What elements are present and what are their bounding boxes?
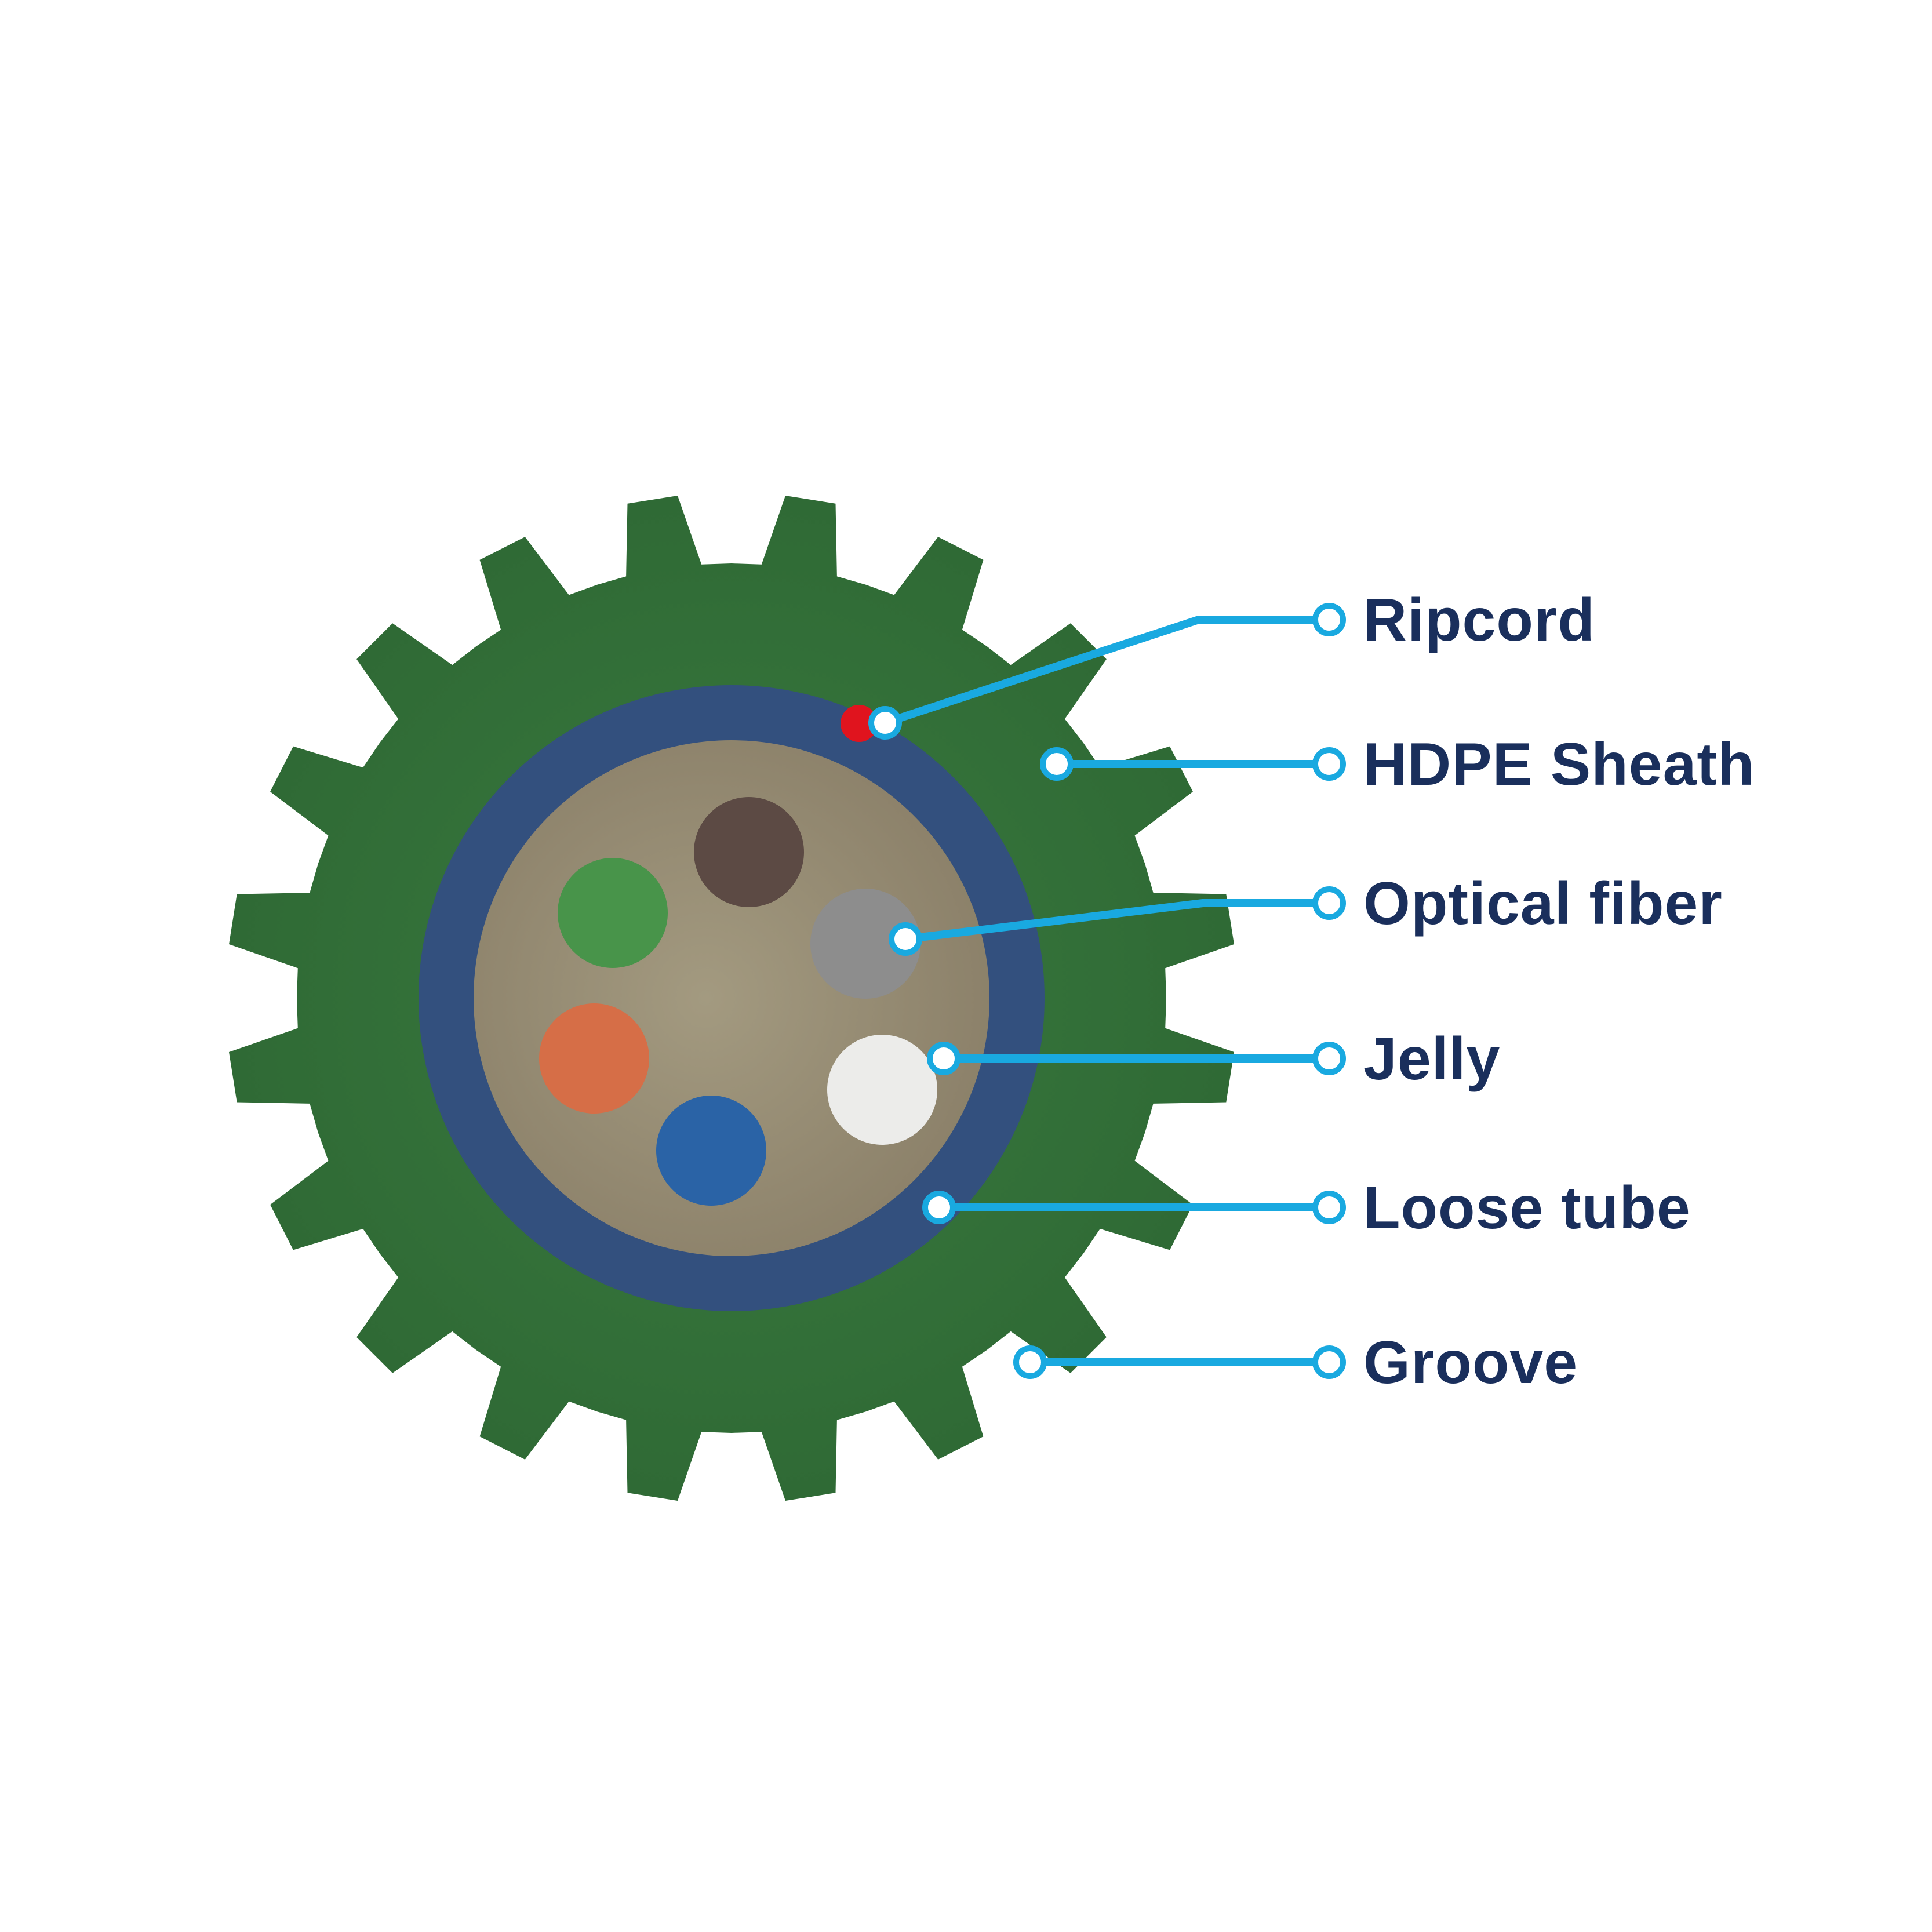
optical-fibers	[539, 797, 937, 1206]
optical-fiber-label: Optical fiber	[1363, 870, 1723, 937]
hdpe-sheath-anchor-dot	[1040, 747, 1074, 781]
ripcord-leader-line	[883, 616, 1329, 727]
optical-fiber-anchor-dot	[889, 922, 922, 956]
optical-fiber-brown	[694, 797, 804, 907]
groove-anchor-dot	[1013, 1345, 1047, 1379]
ripcord-dot	[841, 705, 878, 742]
optical-fiber-white	[827, 1035, 937, 1145]
loose-tube-end-dot	[1312, 1191, 1346, 1224]
jelly-anchor-dot	[927, 1042, 960, 1075]
ripcord-label: Ripcord	[1363, 587, 1595, 654]
hdpe-sheath-label: HDPE Sheath	[1363, 731, 1755, 798]
ripcord-anchor-dot	[868, 706, 902, 740]
ripcord-end-dot	[1312, 603, 1346, 636]
leader-lines	[868, 603, 1346, 1379]
optical-fiber-gray	[810, 889, 920, 999]
optical-fiber-leader-line	[905, 899, 1329, 943]
groove-label: Groove	[1363, 1329, 1578, 1396]
optical-fiber-blue	[656, 1096, 766, 1206]
loose-tube-label: Loose tube	[1363, 1174, 1691, 1242]
jelly-label: Jelly	[1363, 1025, 1500, 1093]
optical-fiber-orange	[539, 1003, 649, 1114]
optical-fiber-end-dot	[1312, 886, 1346, 920]
hdpe-sheath-end-dot	[1312, 747, 1346, 781]
jelly-end-dot	[1312, 1042, 1346, 1075]
loose-tube-anchor-dot	[922, 1191, 956, 1224]
groove-end-dot	[1312, 1345, 1346, 1379]
optical-fiber-green	[558, 858, 668, 968]
